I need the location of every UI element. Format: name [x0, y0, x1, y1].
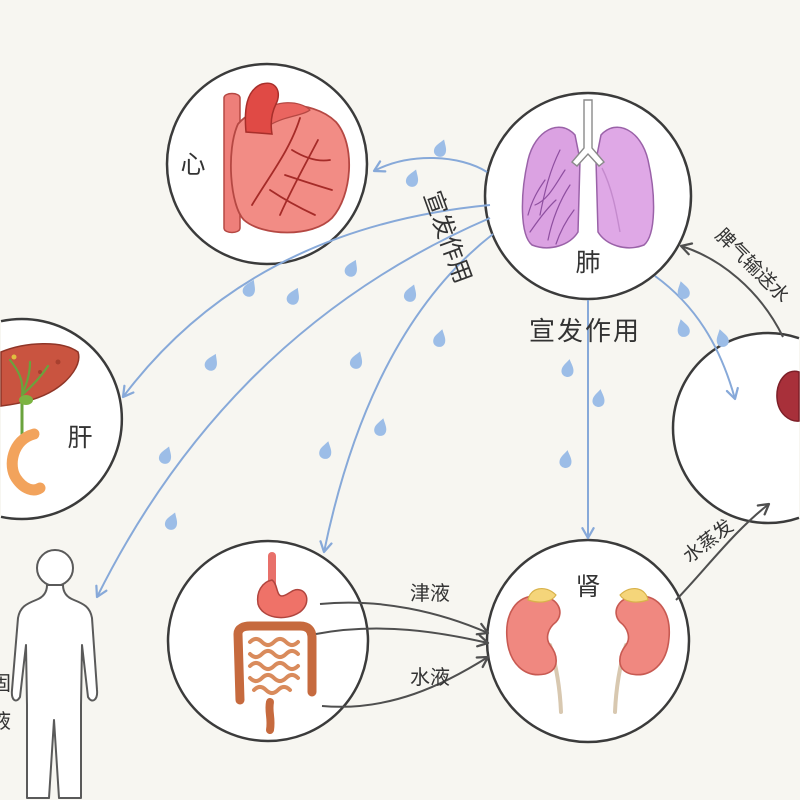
arrow-lung-to-spleen	[654, 275, 739, 401]
arrow-intestine-to-kidney	[319, 601, 490, 636]
liver-illustration	[0, 343, 80, 496]
lung-vein	[555, 209, 575, 245]
liver-spot	[38, 370, 42, 374]
right-lung	[595, 126, 655, 249]
lung-illustration	[521, 99, 655, 249]
spleen-illustration	[776, 370, 800, 422]
spleen-node-circle	[671, 331, 800, 525]
water-drop	[404, 167, 422, 189]
water-drop	[591, 388, 607, 408]
liver-label: 肝	[67, 423, 92, 452]
large-intestine	[233, 621, 317, 705]
intestine-to-kidney-upper-label: 津液	[410, 581, 450, 605]
lung-veins	[527, 149, 575, 245]
coronary-vessel	[251, 117, 301, 206]
water-drop	[558, 449, 574, 469]
stomach-intestine-illustration	[233, 552, 317, 734]
coronary-vessel	[269, 189, 316, 216]
arrow-spleen-to-lung	[679, 242, 784, 338]
lung-dispersal-arrows	[95, 157, 739, 599]
body-fluid-text-fragment: 液	[0, 709, 11, 733]
liver-duct	[20, 360, 32, 397]
right-kidney	[615, 595, 671, 676]
right-adrenal-gland	[619, 587, 649, 603]
liver-duct	[20, 364, 50, 397]
body-head	[36, 549, 74, 587]
left-adrenal-gland	[527, 587, 557, 603]
organ-transfer-arrows	[315, 242, 784, 708]
water-drop	[372, 416, 390, 438]
body-fluid-text-fragment: 固	[0, 671, 11, 695]
right-bronchus	[601, 167, 621, 233]
intestine-coil	[248, 661, 300, 671]
arrow-lung-to-intestine	[319, 233, 494, 554]
intestine-coil	[248, 637, 300, 647]
heart-illustration	[223, 82, 351, 234]
intestine-coil	[252, 685, 292, 695]
coronary-vessel	[291, 149, 331, 162]
water-drop	[348, 349, 366, 371]
aorta	[244, 82, 280, 135]
lung-vein	[539, 149, 561, 216]
human-body-silhouette	[10, 549, 99, 799]
water-drop	[674, 317, 692, 339]
intestine-to-kidney-lower-label: 水液	[410, 665, 450, 689]
water-drop	[402, 282, 420, 304]
arrow-intestine-to-kidney	[321, 655, 490, 708]
water-drop	[157, 444, 175, 466]
liver-spot	[11, 354, 17, 360]
rectum	[265, 698, 275, 734]
kidney-label: 肾	[575, 572, 600, 601]
water-drop	[202, 351, 222, 373]
water-drop	[431, 327, 449, 349]
water-drop	[674, 279, 692, 301]
arrow-kidney-to-spleen	[675, 502, 771, 601]
lung-dispersing-label-diagonal: 宣发作用	[418, 187, 477, 287]
water-drop	[560, 358, 576, 378]
trachea	[570, 99, 606, 167]
lung-vein	[534, 169, 566, 206]
arrow-intestine-to-kidney	[315, 627, 490, 648]
coronary-vessel	[279, 139, 319, 216]
liver-spot	[55, 359, 61, 365]
stomach-intestine-node-circle	[166, 539, 370, 743]
intestine-coil	[248, 673, 300, 683]
intestine-coil	[248, 649, 300, 659]
left-lung	[521, 126, 581, 249]
coronary-vessels	[251, 117, 333, 216]
left-kidney	[505, 595, 561, 676]
small-intestine	[248, 637, 300, 695]
arrow-lung-to-heart	[372, 157, 488, 173]
duodenum	[6, 428, 46, 496]
lung-vein	[547, 184, 571, 241]
water-drop	[342, 257, 362, 279]
heart-label: 心	[180, 150, 205, 179]
water-drop	[284, 285, 304, 307]
arrow-lung-to-liver	[121, 204, 491, 399]
arrow-lung-to-body	[95, 217, 491, 599]
water-drop	[163, 510, 181, 532]
lung-vein	[529, 199, 557, 233]
lung-label: 肺	[575, 248, 600, 277]
body-torso-limbs	[10, 584, 99, 799]
water-drop	[432, 137, 450, 159]
gallbladder	[19, 395, 33, 405]
lung-vein	[527, 179, 546, 216]
lung-dispersing-label: 宣发作用	[529, 317, 641, 347]
stomach	[256, 579, 308, 619]
water-drop	[317, 439, 335, 461]
kidney-illustration	[505, 587, 671, 714]
coronary-vessel	[284, 174, 333, 191]
